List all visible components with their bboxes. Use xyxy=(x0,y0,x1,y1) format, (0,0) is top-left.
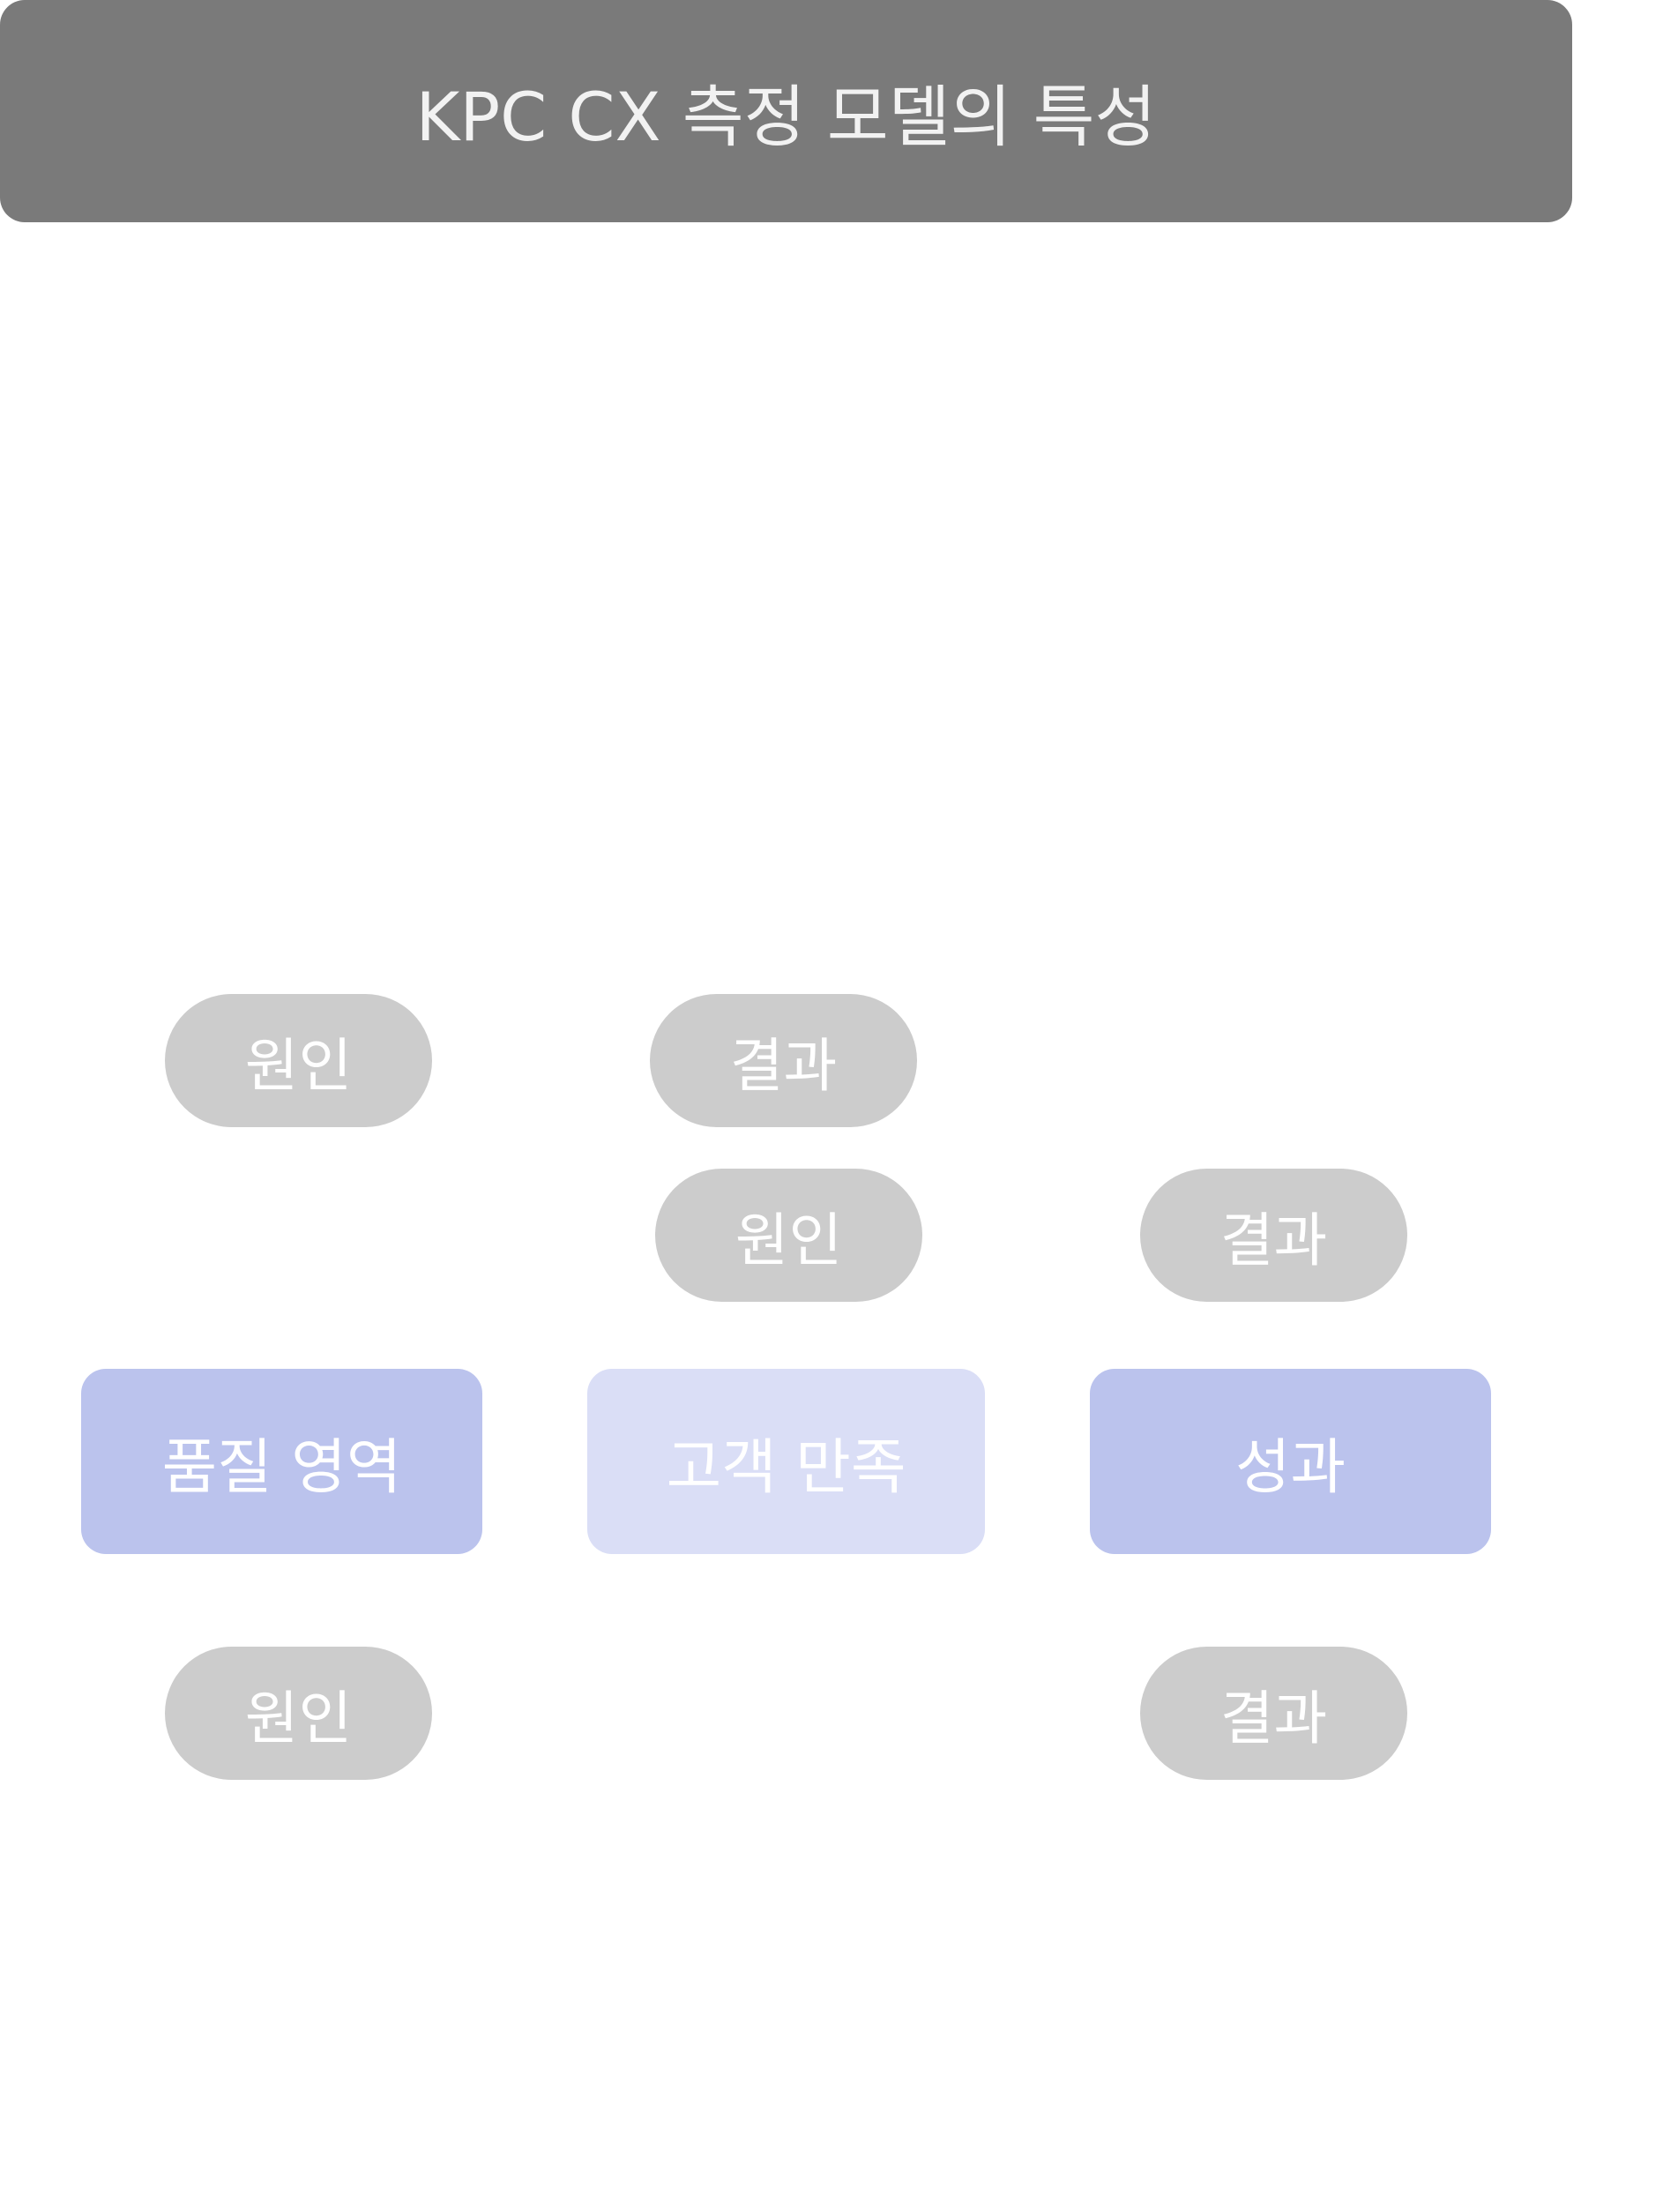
diagram-title: KPC CX 측정 모델의 특성 xyxy=(0,0,1572,222)
result-pill: 결과 xyxy=(650,994,917,1127)
quality-area-box: 품질 영역 xyxy=(81,1369,482,1554)
performance-box: 성과 xyxy=(1090,1369,1491,1554)
result-pill: 결과 xyxy=(1140,1169,1407,1302)
cause-pill: 원인 xyxy=(655,1169,922,1302)
customer-satisfaction-box: 고객 만족 xyxy=(587,1369,985,1554)
cause-pill: 원인 xyxy=(165,994,432,1127)
cause-pill: 원인 xyxy=(165,1647,432,1780)
result-pill: 결과 xyxy=(1140,1647,1407,1780)
